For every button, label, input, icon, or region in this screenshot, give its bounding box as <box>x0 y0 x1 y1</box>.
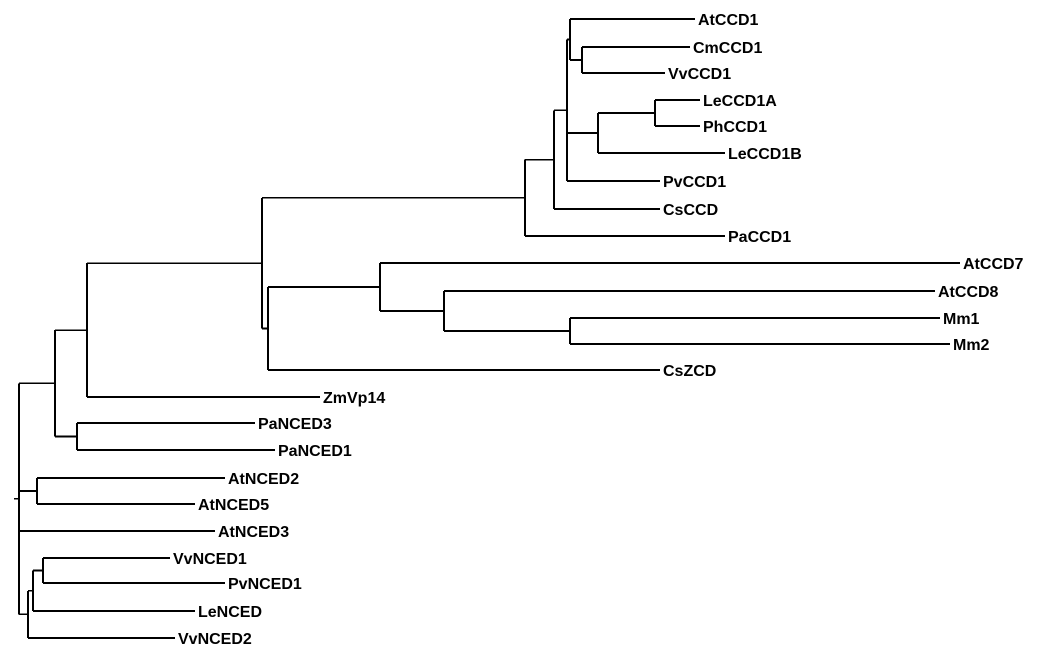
leaf-label-PvNCED1: PvNCED1 <box>228 576 302 593</box>
leaf-label-VvNCED1: VvNCED1 <box>173 551 247 568</box>
leaf-label-ZmVp14: ZmVp14 <box>323 390 385 407</box>
leaf-label-CsCCD: CsCCD <box>663 202 718 219</box>
leaf-label-AtCCD8: AtCCD8 <box>938 284 999 301</box>
leaf-label-Mm1: Mm1 <box>943 311 980 328</box>
leaf-label-PaCCD1: PaCCD1 <box>728 229 791 246</box>
leaf-label-PhCCD1: PhCCD1 <box>703 119 767 136</box>
leaf-label-PaNCED1: PaNCED1 <box>278 443 352 460</box>
leaf-label-LeNCED: LeNCED <box>198 604 262 621</box>
leaf-label-CmCCD1: CmCCD1 <box>693 40 762 57</box>
leaf-label-AtNCED5: AtNCED5 <box>198 497 269 514</box>
tree-branches <box>14 18 960 639</box>
leaf-label-PvCCD1: PvCCD1 <box>663 174 726 191</box>
leaf-label-PaNCED3: PaNCED3 <box>258 416 332 433</box>
tree-labels: AtCCD1CmCCD1VvCCD1LeCCD1APhCCD1LeCCD1BPv… <box>173 12 1024 648</box>
leaf-label-AtCCD7: AtCCD7 <box>963 256 1024 273</box>
leaf-label-VvCCD1: VvCCD1 <box>668 66 731 83</box>
leaf-label-LeCCD1B: LeCCD1B <box>728 146 802 163</box>
leaf-label-AtNCED3: AtNCED3 <box>218 524 289 541</box>
leaf-label-VvNCED2: VvNCED2 <box>178 631 252 648</box>
leaf-label-AtCCD1: AtCCD1 <box>698 12 759 29</box>
leaf-label-AtNCED2: AtNCED2 <box>228 471 299 488</box>
leaf-label-LeCCD1A: LeCCD1A <box>703 93 777 110</box>
leaf-label-Mm2: Mm2 <box>953 337 990 354</box>
leaf-label-CsZCD: CsZCD <box>663 363 716 380</box>
